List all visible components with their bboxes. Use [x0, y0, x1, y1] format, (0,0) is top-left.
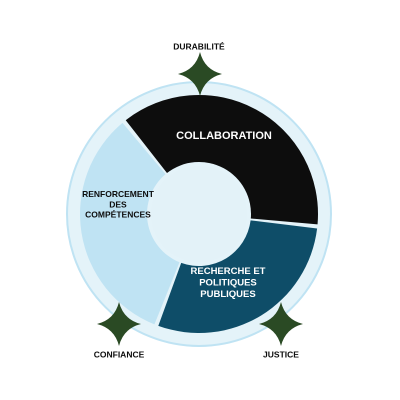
segment-label-renforcement-2: DES	[109, 199, 127, 209]
value-stars-group	[97, 52, 303, 346]
star-icon-justice	[259, 302, 303, 346]
segment-labels-group: COLLABORATION RECHERCHE ETPOLITIQUESPUBLI…	[82, 130, 272, 300]
segment-label-renforcement-3: COMPÉTENCES	[85, 210, 151, 220]
segment-collaboration	[125, 94, 319, 225]
segment-label-recherche-1: RECHERCHE ET	[191, 266, 266, 277]
value-label-durabilite: DURABILITÉ	[173, 41, 225, 51]
value-labels-group: DURABILITÉ CONFIANCE JUSTICE	[94, 41, 300, 359]
star-icon-confiance	[97, 302, 141, 346]
segment-recherche	[158, 220, 318, 334]
segment-label-renforcement-1: RENFORCEMENT	[82, 189, 155, 199]
center-circle	[151, 166, 247, 262]
star-icon-durabilite	[178, 52, 222, 96]
segment-label-recherche-2: POLITIQUES	[199, 278, 257, 289]
value-label-justice: JUSTICE	[263, 349, 299, 359]
value-label-confiance: CONFIANCE	[94, 349, 145, 359]
segment-label-recherche-3: PUBLIQUES	[200, 289, 255, 300]
segment-renforcement	[79, 122, 180, 325]
segments-group	[79, 94, 319, 334]
segment-label-collaboration-1: COLLABORATION	[176, 130, 272, 142]
